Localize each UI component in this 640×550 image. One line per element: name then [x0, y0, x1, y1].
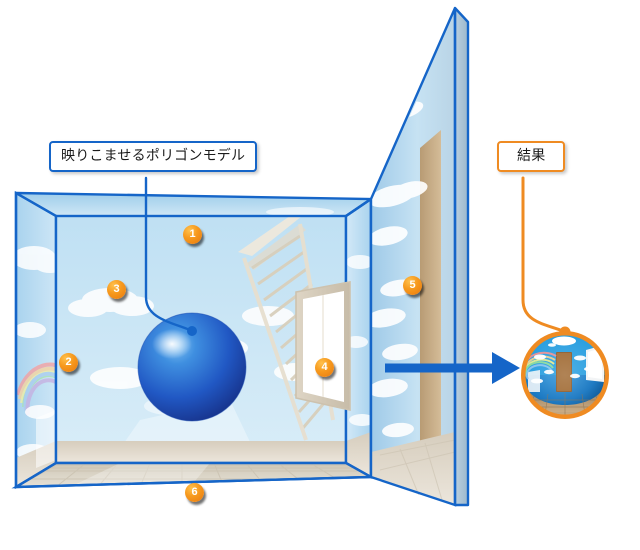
room-left-wall	[14, 190, 58, 490]
marker-1[interactable]: 1	[183, 225, 202, 244]
result-reflection-sphere[interactable]	[521, 330, 609, 419]
marker-3[interactable]: 3	[107, 280, 126, 299]
polygon-model-sphere[interactable]	[137, 312, 247, 422]
marker-2[interactable]: 2	[59, 353, 78, 372]
callout-label-result-text: 結果	[517, 147, 546, 163]
callout-leader-model	[144, 176, 197, 336]
rainbow-graphic	[16, 362, 56, 416]
marker-4[interactable]: 4	[315, 358, 334, 377]
marker-5[interactable]: 5	[403, 276, 422, 295]
callout-label-result[interactable]: 結果	[497, 141, 566, 172]
room-ceiling	[16, 193, 371, 216]
callout-label-model[interactable]: 映りこませるポリゴンモデル	[49, 141, 258, 172]
callout-label-model-text: 映りこませるポリゴンモデル	[61, 147, 246, 163]
marker-6[interactable]: 6	[185, 483, 204, 502]
window-graphic	[295, 281, 351, 411]
callout-leader-result	[521, 176, 571, 338]
process-arrow	[385, 352, 520, 384]
unfolded-wall-panel	[345, 6, 470, 507]
